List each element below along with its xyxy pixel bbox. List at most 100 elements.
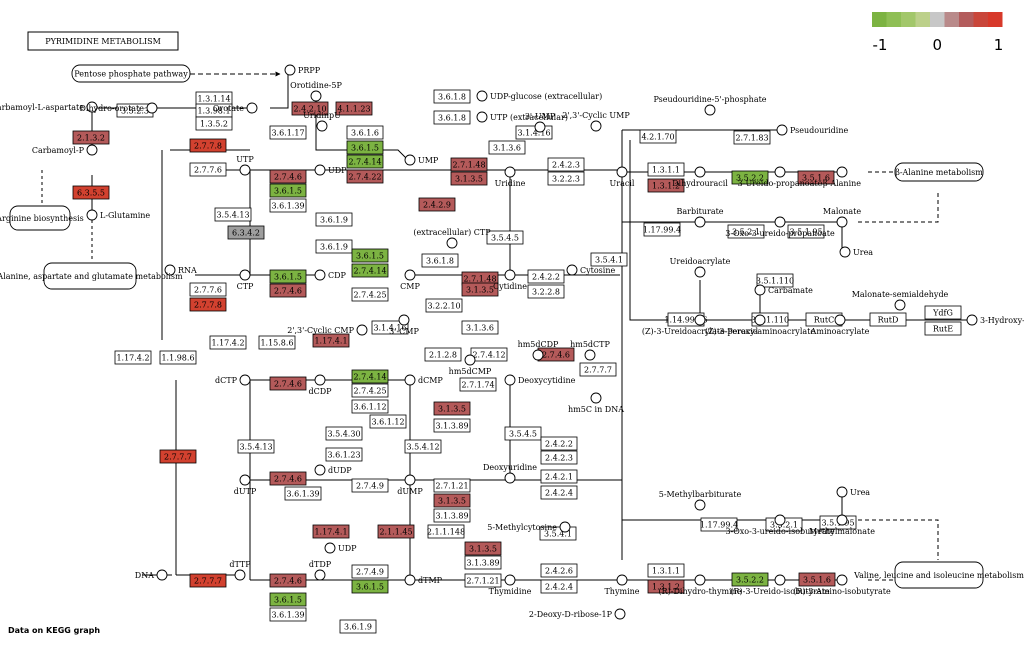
enzyme-box[interactable]: 4.1.1.23 <box>335 101 373 116</box>
map-link[interactable]: Pentose phosphate pathway <box>71 64 191 83</box>
compound-node[interactable]: dTTP <box>229 560 251 581</box>
enzyme-box[interactable]: 3.5.1.6 <box>798 572 836 587</box>
enzyme-box[interactable]: 3.6.1.39 <box>284 486 322 501</box>
enzyme-box[interactable]: 3.5.4.5 <box>504 426 542 441</box>
enzyme-box[interactable]: 3.1.3.5 <box>433 401 471 416</box>
compound-node[interactable]: UMP <box>404 154 439 166</box>
enzyme-box[interactable]: 3.6.1.5 <box>269 269 307 284</box>
enzyme-box[interactable]: 3.5.1.95 <box>787 224 825 239</box>
compound-node[interactable]: (R)-3-Amino-isobutyrate <box>793 574 891 596</box>
compound-node[interactable]: L-Glutamine <box>86 209 150 221</box>
enzyme-box[interactable]: 6.3.5.5 <box>72 185 110 200</box>
enzyme-box[interactable]: 2.7.4.25 <box>351 383 389 398</box>
enzyme-box[interactable]: 1.17.99.4 <box>700 517 738 532</box>
enzyme-box[interactable]: 2.4.2.3 <box>547 157 585 172</box>
enzyme-box[interactable]: 3.5.2.2 <box>731 170 769 185</box>
enzyme-box[interactable]: 2.1.1.148 <box>427 524 465 539</box>
compound-node[interactable]: N-Carbamoyl-L-aspartate <box>0 101 98 113</box>
enzyme-box[interactable]: 2.7.1.21 <box>433 478 471 493</box>
enzyme-box[interactable]: 3.6.1.39 <box>269 607 307 622</box>
compound-node[interactable]: DNA <box>135 569 168 581</box>
enzyme-box[interactable]: 3.5.1.6 <box>797 170 835 185</box>
enzyme-box[interactable]: 3.6.1.9 <box>315 212 353 227</box>
compound-node[interactable]: Urea <box>836 486 870 498</box>
map-link[interactable]: Alanine, aspartate and glutamate metabol… <box>0 262 183 290</box>
enzyme-box[interactable]: 2.4.2.10 <box>291 101 329 116</box>
enzyme-box[interactable]: 3.5.4.13 <box>237 439 275 454</box>
enzyme-box[interactable]: 2.7.4.6 <box>269 169 307 184</box>
compound-node[interactable]: Orotidine-5P <box>290 81 342 102</box>
compound-node[interactable]: 2',3'-Cyclic CMP <box>287 324 368 336</box>
enzyme-box[interactable]: 1.1.98.6 <box>159 350 197 365</box>
enzyme-box[interactable]: 2.4.2.6 <box>540 563 578 578</box>
enzyme-box[interactable]: 3.1.3.6 <box>488 140 526 155</box>
compound-node[interactable]: UDP <box>324 542 357 554</box>
compound-node[interactable]: (extracellular) CTP <box>413 228 491 249</box>
compound-node[interactable]: RNA <box>164 264 197 276</box>
enzyme-box[interactable]: 4.2.1.70 <box>639 129 677 144</box>
compound-node[interactable]: dUTP <box>234 474 257 496</box>
enzyme-box[interactable]: 3.1.3.5 <box>433 493 471 508</box>
compound-node[interactable]: Dihydrouracil <box>672 166 728 188</box>
enzyme-box[interactable]: 2.4.2.4 <box>540 579 578 594</box>
enzyme-box[interactable]: 2.7.7.8 <box>189 138 227 153</box>
compound-node[interactable]: Dihydro-orotate <box>80 102 158 114</box>
enzyme-box[interactable]: 2.4.2.4 <box>540 485 578 500</box>
map-link[interactable]: β-Alanine metabolism <box>894 162 984 182</box>
enzyme-box[interactable]: 2.7.4.22 <box>346 169 384 184</box>
enzyme-box[interactable]: 1.17.4.1 <box>312 333 350 348</box>
enzyme-box[interactable]: 3.5.4.13 <box>214 207 252 222</box>
enzyme-box[interactable]: 2.7.1.74 <box>459 377 497 392</box>
enzyme-box[interactable]: 3.5.1.110 <box>756 273 794 288</box>
compound-node[interactable]: dCMP <box>404 374 443 386</box>
enzyme-box[interactable]: 3.1.3.89 <box>464 555 502 570</box>
compound-node[interactable]: 3'-UMP <box>525 112 556 133</box>
compound-node[interactable]: Barbiturate <box>676 207 724 228</box>
enzyme-box[interactable]: 3.1.3.89 <box>433 508 471 523</box>
enzyme-box[interactable]: 3.1.3.89 <box>433 418 471 433</box>
enzyme-box[interactable]: RutE <box>924 321 962 336</box>
enzyme-box[interactable]: 2.7.7.7 <box>159 449 197 464</box>
compound-node[interactable]: Orotate <box>213 102 258 114</box>
compound-node[interactable]: Uridine <box>495 166 526 188</box>
enzyme-box[interactable]: 3.5.4.5 <box>486 230 524 245</box>
enzyme-box[interactable]: 2.4.2.2 <box>527 269 565 284</box>
map-link[interactable]: Arginine biosynthesis <box>0 205 84 231</box>
enzyme-box[interactable]: 2.7.7.8 <box>189 297 227 312</box>
enzyme-box[interactable]: 2.7.4.14 <box>346 154 384 169</box>
enzyme-box[interactable]: 3.5.4.1 <box>590 252 628 267</box>
compound-node[interactable]: Pseudouridine-5'-phosphate <box>653 95 767 116</box>
enzyme-box[interactable]: 2.1.2.8 <box>424 347 462 362</box>
compound-node[interactable]: Malonate-semialdehyde <box>852 290 949 311</box>
compound-node[interactable]: hm5dCTP <box>570 340 611 361</box>
enzyme-box[interactable]: 3.1.3.5 <box>450 171 488 186</box>
compound-node[interactable]: 3'-CMP <box>389 314 419 336</box>
enzyme-box[interactable]: 3.6.1.5 <box>269 592 307 607</box>
compound-node[interactable]: dTMP <box>404 574 443 586</box>
enzyme-box[interactable]: 2.7.1.21 <box>464 573 502 588</box>
compound-node[interactable]: dUDP <box>314 464 352 476</box>
enzyme-box[interactable]: 3.1.3.5 <box>464 541 502 556</box>
enzyme-box[interactable]: 2.7.7.7 <box>189 573 227 588</box>
enzyme-box[interactable]: 6.3.4.2 <box>227 225 265 240</box>
compound-node[interactable]: 2-Deoxy-D-ribose-1P <box>529 608 626 620</box>
enzyme-box[interactable]: 3.5.4.12 <box>404 439 442 454</box>
enzyme-box[interactable]: 3.1.3.5 <box>461 282 499 297</box>
enzyme-box[interactable]: 1.3.1.1 <box>647 563 685 578</box>
compound-node[interactable]: 3-Oxo-3-ureido-isobutyrate <box>725 514 835 536</box>
compound-node[interactable]: Cytidine <box>493 269 527 291</box>
enzyme-box[interactable]: 2.1.3.2 <box>72 130 110 145</box>
enzyme-box[interactable]: 3.5.2.1 <box>727 224 765 239</box>
compound-node[interactable]: UDP-glucose (extracellular) <box>476 90 602 102</box>
compound-node[interactable]: Thymidine <box>489 574 532 596</box>
enzyme-box[interactable]: 2.7.4.14 <box>351 369 389 384</box>
compound-node[interactable]: UridinpU <box>303 111 341 132</box>
compound-node[interactable]: (R)-3-Ureido-isobutyrate <box>730 574 830 596</box>
enzyme-box[interactable]: 2.7.4.6 <box>269 283 307 298</box>
enzyme-box[interactable]: 2.4.2.3 <box>540 450 578 465</box>
enzyme-box[interactable]: 3.5.4.30 <box>325 426 363 441</box>
enzyme-box[interactable]: 2.4.2.2 <box>540 436 578 451</box>
enzyme-box[interactable]: 3.6.1.6 <box>346 125 384 140</box>
enzyme-box[interactable]: 3.6.1.8 <box>433 110 471 125</box>
compound-node[interactable]: Pseudouridine <box>776 124 848 136</box>
